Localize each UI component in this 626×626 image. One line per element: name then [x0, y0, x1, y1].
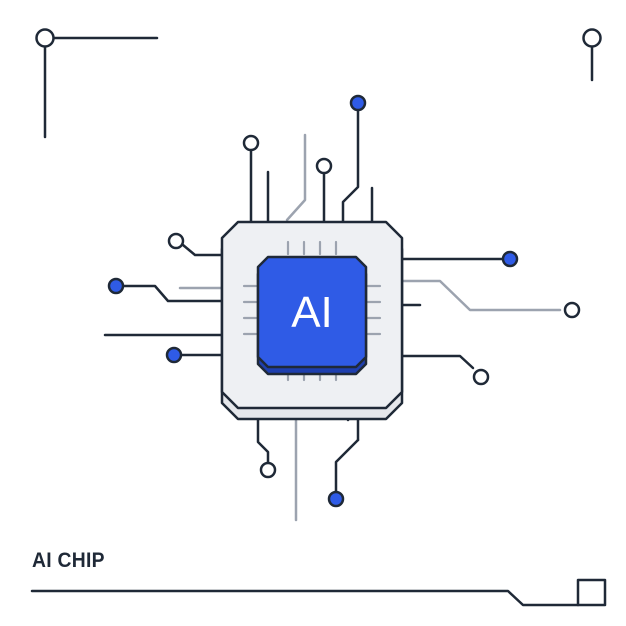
blue-terminal-pins — [107, 94, 519, 508]
bottom-trace-decoration — [30, 578, 607, 607]
caption-title: AI CHIP — [32, 549, 105, 572]
white-terminal-pins — [167, 134, 581, 479]
top-left-corner-bracket — [35, 28, 159, 139]
gray-traces — [178, 133, 562, 522]
dark-traces — [103, 108, 504, 494]
chip-label: AI — [291, 288, 333, 337]
microchip-icon: AI — [220, 220, 404, 421]
top-right-corner-pin — [582, 28, 602, 82]
chip-die — [256, 255, 368, 369]
die-pin-ticks — [242, 240, 382, 382]
